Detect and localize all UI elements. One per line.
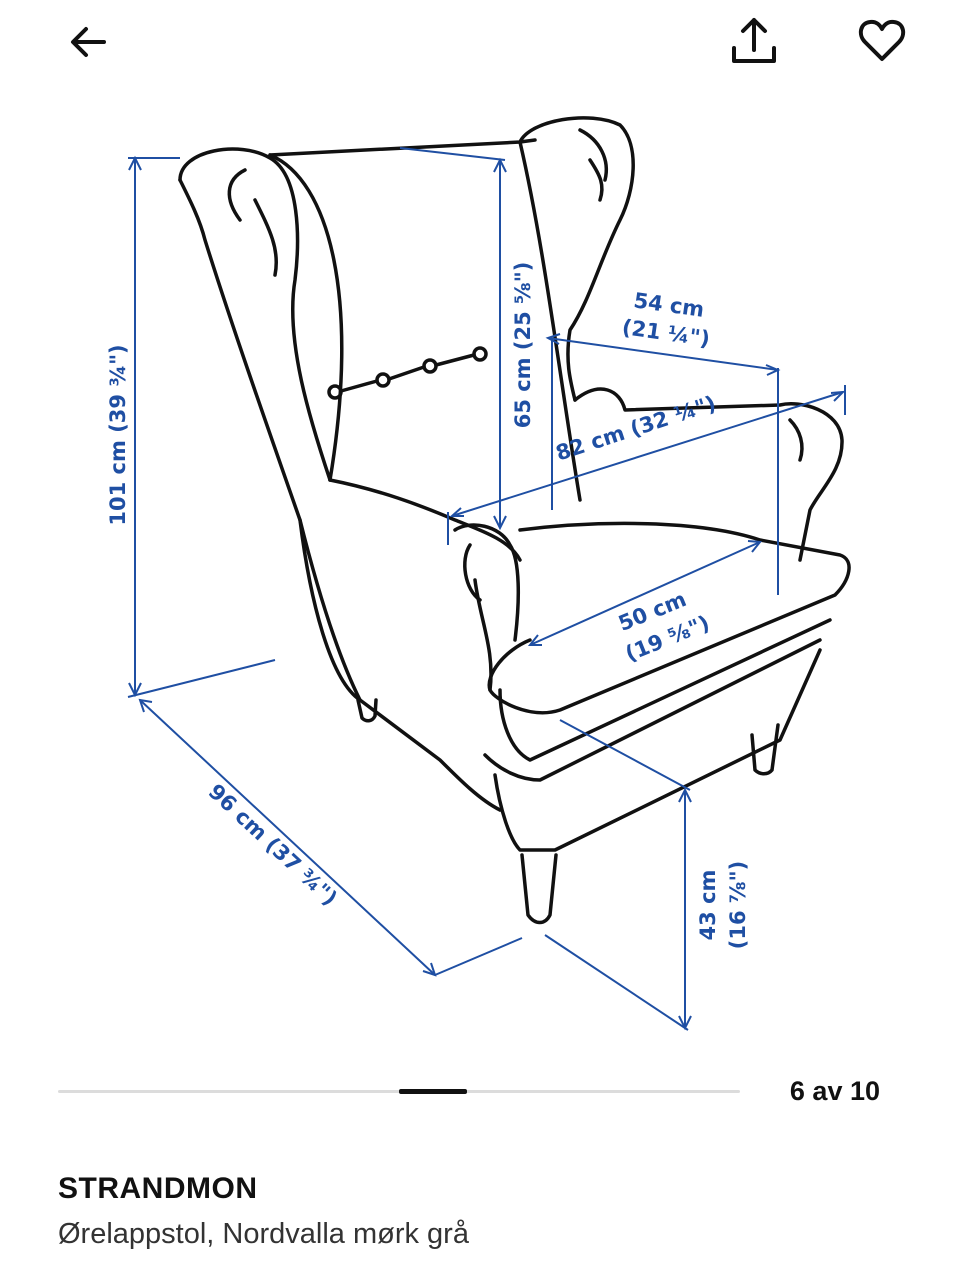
back-button[interactable] [58,12,118,72]
heart-icon [858,19,906,61]
favorite-button[interactable] [852,10,912,70]
product-name: STRANDMON [58,1172,258,1205]
chair-outline [178,116,851,925]
height-total-label: 101 cm (39 ¾") [106,344,130,525]
backrest-height-label: 65 cm (25 ⅝") [511,262,535,429]
seat-height-label: 43 cm [696,870,720,941]
width-total-label: 82 cm (32 ¼") [553,391,719,465]
chair-dimension-drawing: 101 cm (39 ¾") 65 cm (25 ⅝") 54 cm (21 ¼… [106,116,851,1031]
dimension-lines [127,147,846,1031]
dimension-labels: 101 cm (39 ¾") 65 cm (25 ⅝") 54 cm (21 ¼… [106,262,750,950]
image-pager: 6 av 10 [0,1070,960,1116]
top-bar [0,0,960,90]
product-description: Ørelappstol, Nordvalla mørk grå [58,1218,469,1250]
image-counter: 6 av 10 [789,1076,880,1106]
share-icon [732,18,776,63]
pager-track[interactable] [58,1089,740,1094]
share-button[interactable] [724,12,784,72]
depth-total-label: 96 cm (37 ¾") [204,779,342,910]
product-image[interactable]: 101 cm (39 ¾") 65 cm (25 ⅝") 54 cm (21 ¼… [0,90,960,1070]
pager-thumb[interactable] [399,1089,468,1094]
arrow-left-icon [71,27,106,57]
seat-height-inch-label: (16 ⅞") [726,861,750,949]
